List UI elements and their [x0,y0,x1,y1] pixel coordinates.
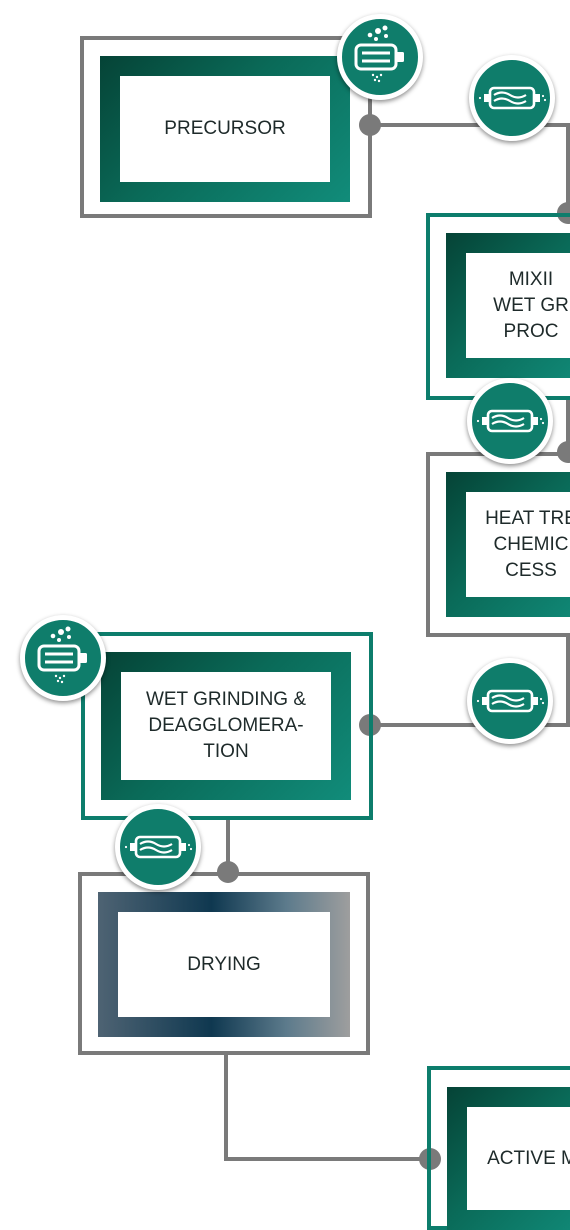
heat-line-3: CESS [505,559,557,581]
precursor-card: PRECURSOR [100,56,350,202]
drying-card: DRYING [98,892,350,1037]
drying-frame [78,872,370,1055]
wet-tube-icon [115,804,201,890]
heat-line-1: HEAT TRE [485,507,570,529]
wet-grinding-line-2: DEAGGLOMERA- [148,715,304,736]
mixing-card: MIXII WET GR PROC [446,233,570,378]
active-label-box: ACTIVE M [467,1107,570,1210]
precursor-label-box: PRECURSOR [120,76,330,182]
mixing-line-2: WET GR [493,294,569,316]
wet-grinding-card: WET GRINDING & DEAGGLOMERA- TION [101,652,351,800]
active-label: ACTIVE M [487,1147,570,1169]
mixing-line-1: MIXII [508,268,554,290]
wet-tube-icon [467,658,553,744]
heat-card: HEAT TRE CHEMIC CESS [446,472,570,617]
wet-tube-icon [469,55,555,141]
mixing-label-box: MIXII WET GR PROC [466,253,570,358]
wet-grinding-line-1: WET GRINDING & [145,689,307,710]
drying-label: DRYING [187,953,261,975]
wet-grinding-frame [81,632,373,820]
heat-label-box: HEAT TRE CHEMIC CESS [466,492,570,597]
wet-grinding-line-3: TION [203,741,249,762]
wet-grinding-label-box: WET GRINDING & DEAGGLOMERA- TION [121,672,331,780]
precursor-label: PRECURSOR [164,118,286,139]
bead-mill-icon [337,14,423,100]
wet-tube-icon [467,378,553,464]
mixing-line-3: PROC [503,320,559,342]
bead-mill-icon [20,615,106,701]
precursor-frame [80,36,372,218]
drying-label-box: DRYING [118,912,330,1017]
active-card: ACTIVE M [447,1087,570,1230]
heat-line-2: CHEMIC [493,533,569,555]
